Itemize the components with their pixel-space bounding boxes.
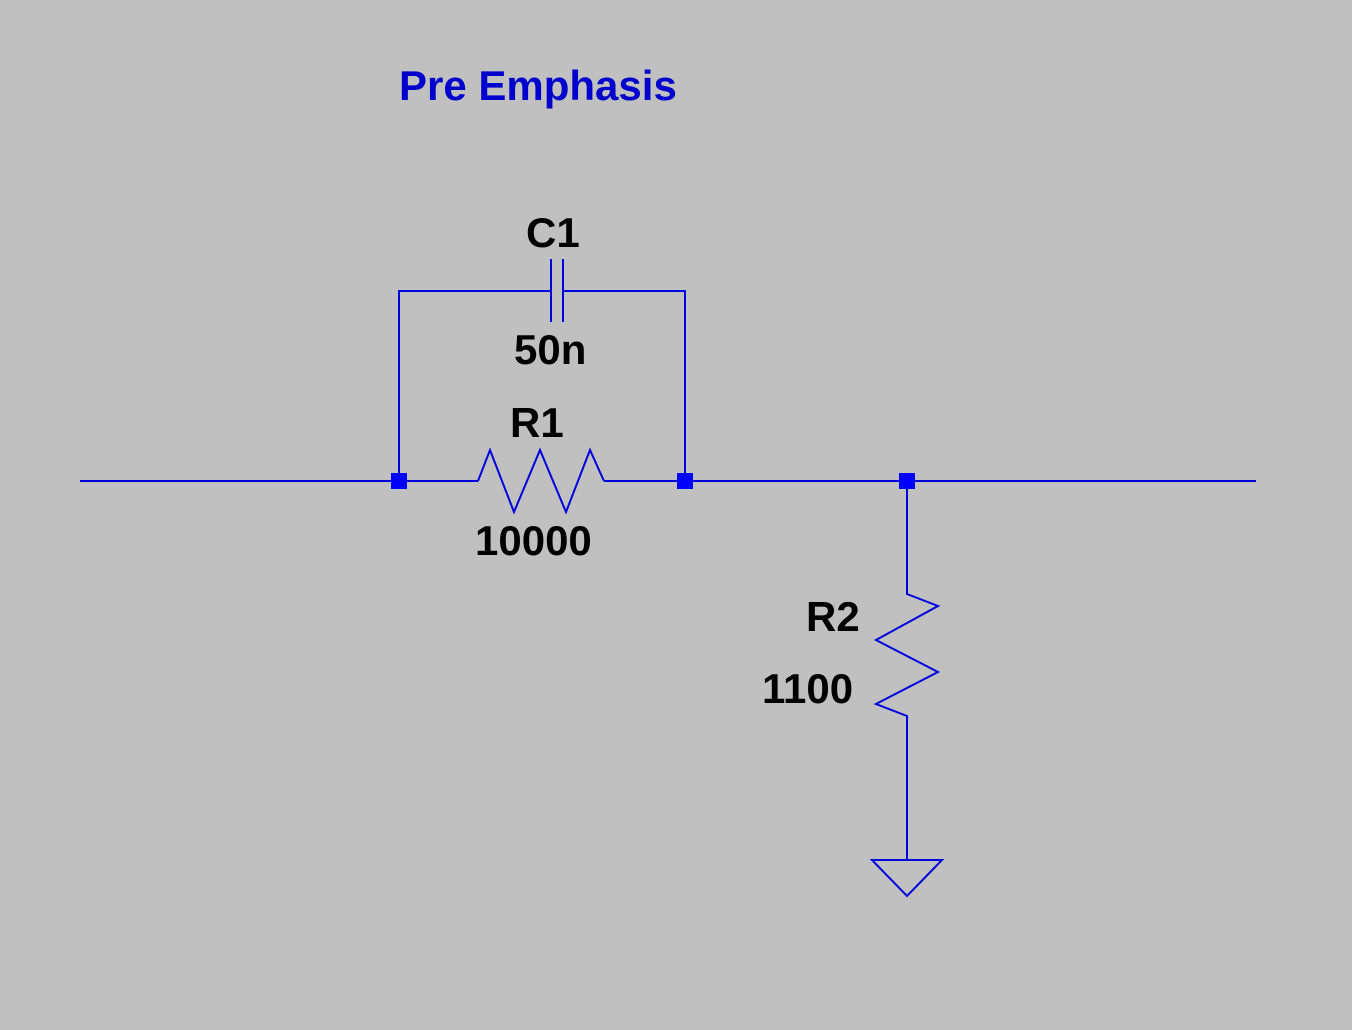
c1-ref-label[interactable]: C1 [526,209,580,256]
ground-icon[interactable] [869,859,945,898]
c1-capacitor[interactable] [550,259,564,322]
r2-resistor[interactable] [873,588,941,722]
r1-ref-label[interactable]: R1 [510,399,564,446]
r1-value-label[interactable]: 10000 [475,517,592,564]
junction-dot [677,473,693,489]
r1-resistor[interactable] [477,447,605,515]
r2-value-label[interactable]: 1100 [762,665,853,712]
c1-value-label[interactable]: 50n [514,326,586,373]
junction-dot [899,473,915,489]
c1-right-wire[interactable] [563,290,686,481]
junction-dot [391,473,407,489]
schematic-title[interactable]: Pre Emphasis [399,62,677,109]
r2-ref-label[interactable]: R2 [806,593,860,640]
c1-left-wire[interactable] [398,290,551,481]
